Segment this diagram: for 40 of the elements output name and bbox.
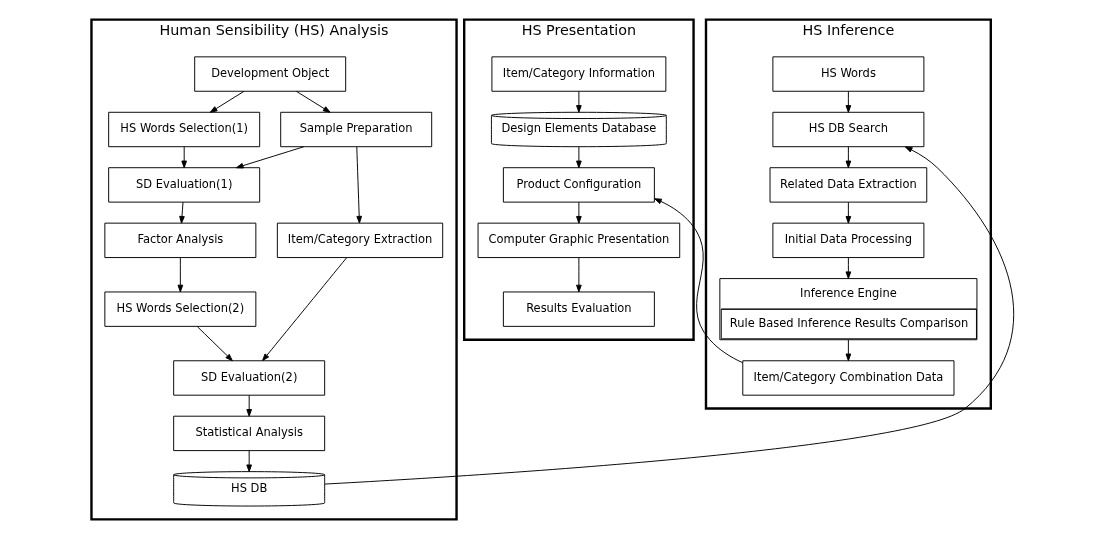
arrow — [245, 450, 252, 473]
node-box: Product Configuration — [502, 167, 655, 203]
node-box: Item/Category Combination Data — [741, 360, 954, 396]
arrow — [575, 257, 582, 293]
node-box: HS DB Search — [771, 111, 924, 148]
node-box: Computer Graphic Presentation — [477, 222, 680, 259]
arrow — [845, 90, 851, 113]
arrow — [196, 326, 233, 362]
node-box: Sample Preparation — [279, 111, 432, 148]
node-box: HS Words — [771, 56, 924, 92]
arrow — [235, 146, 304, 169]
arrow — [177, 257, 183, 293]
node-box: Development Object — [193, 56, 346, 92]
arrow — [575, 201, 582, 224]
node-box: Item/Category Information — [490, 56, 666, 92]
node-box: Factor Analysis — [103, 222, 256, 259]
arrow — [653, 198, 743, 364]
node-box: SD Evaluation(2) — [172, 360, 325, 396]
arrow — [355, 146, 362, 224]
node-box: HS Words Selection(1) — [107, 111, 260, 148]
arrow — [209, 90, 244, 113]
arrow — [261, 257, 347, 362]
arrow — [845, 339, 851, 362]
arrow — [323, 146, 1014, 485]
arrow — [245, 394, 252, 417]
arrow — [845, 201, 851, 224]
node-box: Related Data Extraction — [769, 167, 927, 203]
node-box: Results Evaluation — [502, 291, 655, 327]
arrow — [845, 257, 851, 280]
arrow — [575, 146, 582, 169]
node-box: SD Evaluation(1) — [107, 167, 260, 203]
arrow — [180, 146, 187, 169]
arrow — [575, 90, 582, 113]
node-box: HS Words Selection(2) — [103, 291, 256, 327]
arrow — [178, 201, 185, 224]
node-box: Statistical Analysis — [172, 415, 325, 452]
node-box: Initial Data Processing — [771, 222, 924, 259]
node-box: Item/Category Extraction — [276, 222, 443, 259]
arrow — [295, 90, 331, 113]
arrow — [845, 146, 851, 169]
